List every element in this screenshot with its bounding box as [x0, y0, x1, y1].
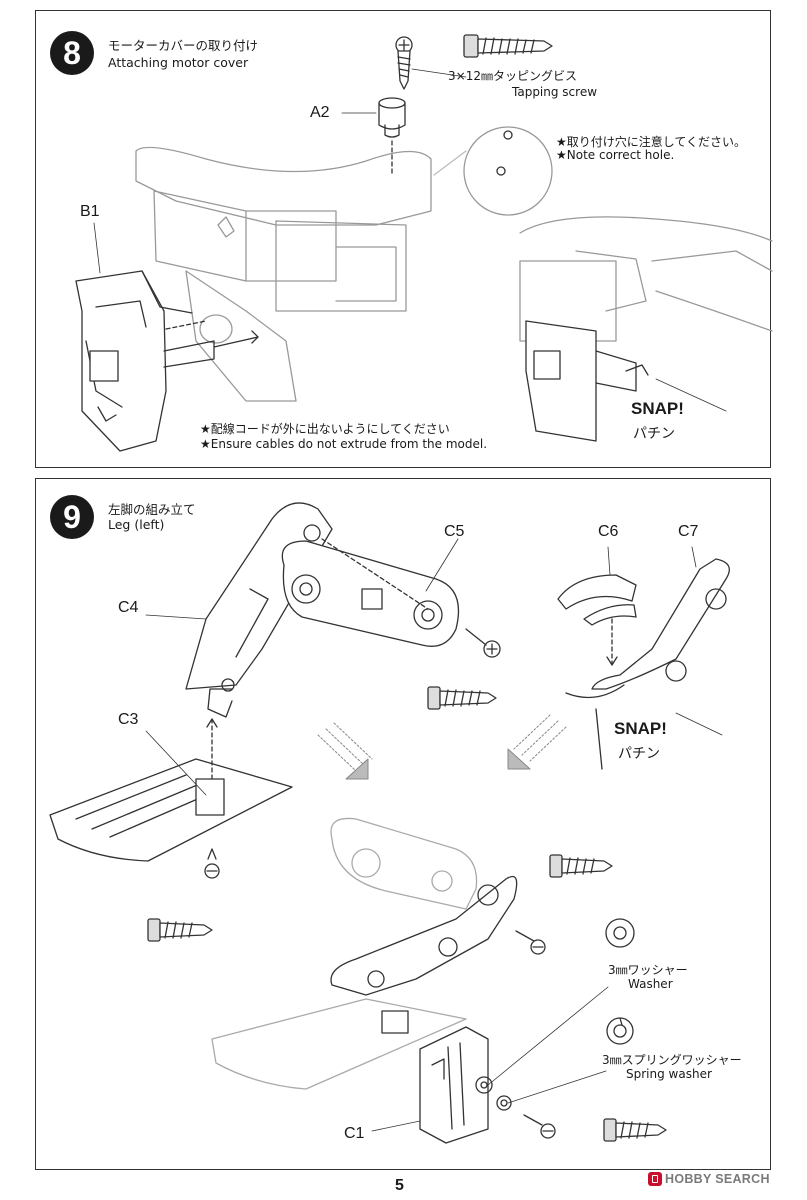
part-label-c6: C6 — [598, 523, 619, 540]
snap-detail-cover — [525, 320, 649, 442]
step-9-panel: 9 左脚の組み立て Leg (left) C5 C6 C7 C4 C3 C1 S… — [35, 478, 771, 1170]
c3-foot — [49, 758, 293, 862]
part-label-c1: C1 — [344, 1125, 365, 1142]
screw-size-label-jp: 3×12㎜タッピングビス — [448, 69, 577, 83]
step-9-illustration — [49, 502, 730, 1144]
washer-icon — [605, 918, 635, 948]
step-number-badge: 8 — [50, 31, 94, 75]
note-hole-en: ★Note correct hole. — [556, 148, 675, 162]
assembled-leg-drawing — [211, 817, 478, 1090]
snap-label-en: SNAP! — [631, 399, 684, 418]
snap-label-en: SNAP! — [614, 719, 667, 738]
c6-clip — [557, 574, 637, 626]
spring-washer-label-jp: 3㎜スプリングワッシャー — [602, 1053, 742, 1067]
step-8-panel: 8 モーターカバーの取り付け Attaching motor cover 3×1… — [35, 10, 773, 468]
snap-label-jp: パチン — [633, 426, 675, 442]
part-label-c4: C4 — [118, 599, 139, 616]
washer-label-jp: 3㎜ワッシャー — [608, 963, 688, 977]
hobby-search-logo-icon — [648, 1172, 662, 1186]
screw-reference-icon — [147, 918, 213, 942]
c1-ankle-part — [419, 1026, 489, 1144]
direction-arrow-icon — [507, 714, 567, 770]
step-title-jp: 左脚の組み立て — [108, 502, 196, 517]
note-hole-jp: ★取り付け穴に注意してください。 — [556, 135, 747, 149]
motor-body-drawing — [135, 146, 432, 402]
part-label-c5: C5 — [444, 523, 465, 540]
screw-type-label-en: Tapping screw — [512, 85, 598, 99]
tapping-screw-icon — [395, 36, 413, 90]
a2-spacer-icon — [378, 97, 406, 138]
step-number-badge: 9 — [50, 495, 94, 539]
screw-reference-icon — [549, 854, 613, 878]
c7-lower-link — [565, 558, 730, 699]
page-number: 5 — [395, 1177, 404, 1194]
step-title-en: Attaching motor cover — [108, 55, 249, 70]
screw-reference-icon — [463, 34, 553, 58]
part-label-a2: A2 — [310, 104, 330, 121]
watermark-text: HOBBY SEARCH — [665, 1172, 770, 1186]
snap-label-jp: パチン — [618, 746, 660, 762]
step-8-illustration — [75, 34, 773, 452]
spring-washer-icon — [606, 1017, 634, 1045]
b1-motor-cover — [75, 270, 215, 452]
step-title-en: Leg (left) — [108, 517, 165, 532]
tapping-screw-icon — [465, 628, 501, 658]
snap-detail-drawing — [519, 216, 773, 342]
screw-reference-icon — [603, 1118, 667, 1142]
washer-label-en: Washer — [628, 977, 673, 991]
direction-arrow-icon — [317, 722, 373, 780]
assembled-lower-link — [330, 875, 518, 1034]
part-label-b1: B1 — [80, 203, 100, 220]
part-label-c7: C7 — [678, 523, 699, 540]
part-label-c3: C3 — [118, 711, 139, 728]
tapping-screw-icon — [523, 1114, 556, 1139]
spring-washer-label-en: Spring washer — [626, 1067, 712, 1081]
screw-reference-icon — [427, 686, 497, 710]
tapping-screw-icon — [204, 848, 220, 879]
note-cable-jp: ★配線コードが外に出ないようにしてください — [200, 422, 450, 436]
tapping-screw-icon — [515, 930, 546, 955]
step-title-jp: モーターカバーの取り付け — [108, 38, 259, 53]
hole-detail-callout — [433, 126, 553, 216]
watermark: HOBBY SEARCH — [648, 1172, 770, 1186]
washer-on-assembly-icon — [475, 1076, 512, 1111]
c5-knee-link — [281, 540, 460, 647]
note-cable-en: ★Ensure cables do not extrude from the m… — [200, 437, 488, 451]
